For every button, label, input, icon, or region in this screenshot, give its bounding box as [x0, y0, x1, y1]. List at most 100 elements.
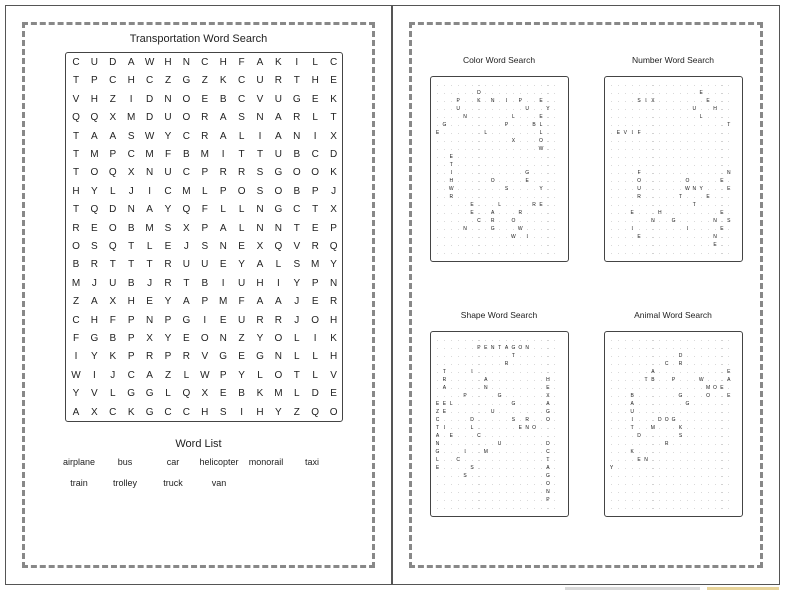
- grid-dot: [707, 348, 709, 350]
- grid-dot: [526, 460, 528, 462]
- grid-dot: [554, 197, 556, 199]
- grid-dot: [485, 101, 487, 103]
- grid-dot: [707, 85, 709, 87]
- grid-dot: [506, 149, 508, 151]
- grid-dot: [680, 149, 682, 151]
- grid-dot: [686, 444, 689, 446]
- grid-letter: E: [219, 259, 227, 271]
- grid-dot: [645, 229, 647, 231]
- grid-dot: [645, 348, 647, 350]
- grid-dot: [499, 380, 501, 382]
- grid-dot: [485, 141, 487, 143]
- grid-dot: [478, 380, 480, 382]
- mini-grid-letter: O: [539, 138, 543, 144]
- grid-dot: [700, 85, 702, 87]
- grid-dot: [526, 476, 528, 478]
- grid-dot: [631, 229, 633, 231]
- grid-dot: [533, 508, 535, 510]
- grid-letter: H: [219, 57, 227, 68]
- grid-dot: [624, 484, 626, 486]
- grid-dot: [686, 181, 689, 183]
- mini-grid-letter: Y: [699, 186, 703, 192]
- grid-dot: [471, 245, 473, 247]
- grid-letter: O: [182, 112, 191, 124]
- mini-grid-letter: N: [490, 98, 495, 104]
- grid-dot: [728, 380, 730, 382]
- grid-dot: [471, 380, 473, 382]
- grid-dot: [617, 372, 620, 374]
- grid-dot: [680, 133, 682, 135]
- grid-dot: [519, 500, 521, 502]
- grid-letter: J: [110, 369, 116, 381]
- grid-dot: [666, 117, 668, 119]
- grid-dot: [673, 189, 675, 191]
- grid-dot: [721, 404, 723, 406]
- grid-dot: [554, 213, 556, 215]
- grid-dot: [547, 173, 549, 175]
- grid-dot: [533, 364, 535, 366]
- grid-dot: [638, 189, 640, 191]
- mini-grid-letter: E: [525, 178, 529, 184]
- grid-dot: [471, 189, 473, 191]
- grid-dot: [673, 173, 675, 175]
- mini-grid-letter: X: [651, 98, 655, 104]
- grid-dot: [673, 157, 675, 159]
- grid-dot: [611, 173, 613, 175]
- mini-grid-letter: G: [685, 401, 690, 407]
- grid-dot: [624, 173, 626, 175]
- grid-dot: [464, 396, 466, 398]
- grid-dot: [450, 508, 452, 510]
- grid-dot: [443, 253, 446, 255]
- grid-dot: [680, 141, 682, 143]
- grid-dot: [693, 468, 695, 470]
- grid-dot: [554, 125, 556, 127]
- grid-dot: [512, 348, 515, 350]
- grid-dot: [645, 420, 647, 422]
- grid-dot: [611, 500, 613, 502]
- mini-grid-letter: G: [525, 170, 530, 176]
- grid-dot: [485, 165, 487, 167]
- mini-grid-letter: I: [450, 170, 452, 176]
- grid-dot: [686, 141, 689, 143]
- grid-dot: [707, 420, 709, 422]
- grid-dot: [728, 412, 730, 414]
- grid-dot: [645, 149, 647, 151]
- grid-letter: H: [329, 351, 338, 363]
- grid-dot: [554, 380, 556, 382]
- grid-dot: [485, 388, 487, 390]
- grid-dot: [443, 117, 446, 119]
- grid-dot: [666, 165, 668, 167]
- grid-dot: [437, 348, 439, 350]
- grid-dot: [707, 380, 709, 382]
- grid-dot: [485, 380, 487, 382]
- grid-dot: [547, 420, 549, 422]
- grid-dot: [645, 508, 647, 510]
- grid-dot: [554, 436, 556, 438]
- grid-dot: [471, 508, 473, 510]
- grid-dot: [659, 484, 661, 486]
- grid-dot: [443, 165, 446, 167]
- grid-dot: [512, 420, 515, 422]
- grid-dot: [693, 492, 695, 494]
- grid-dot: [492, 85, 494, 87]
- grid-dot: [693, 141, 695, 143]
- grid-dot: [721, 340, 723, 342]
- grid-dot: [526, 133, 528, 135]
- grid-dot: [728, 404, 730, 406]
- grid-dot: [673, 476, 675, 478]
- grid-letter: C: [72, 314, 80, 326]
- grid-dot: [659, 476, 661, 478]
- grid-dot: [512, 444, 515, 446]
- mini-grid-letter: U: [490, 409, 495, 415]
- mini-grid-letter: A: [727, 377, 731, 383]
- grid-dot: [666, 157, 668, 159]
- mini-grid-letter: G: [442, 122, 447, 128]
- grid-dot: [554, 189, 556, 191]
- grid-dot: [492, 364, 494, 366]
- grid-dot: [700, 189, 702, 191]
- grid-letter: Z: [201, 75, 208, 87]
- grid-dot: [686, 356, 689, 358]
- grid-dot: [624, 213, 626, 215]
- grid-dot: [721, 93, 723, 95]
- grid-dot: [464, 348, 466, 350]
